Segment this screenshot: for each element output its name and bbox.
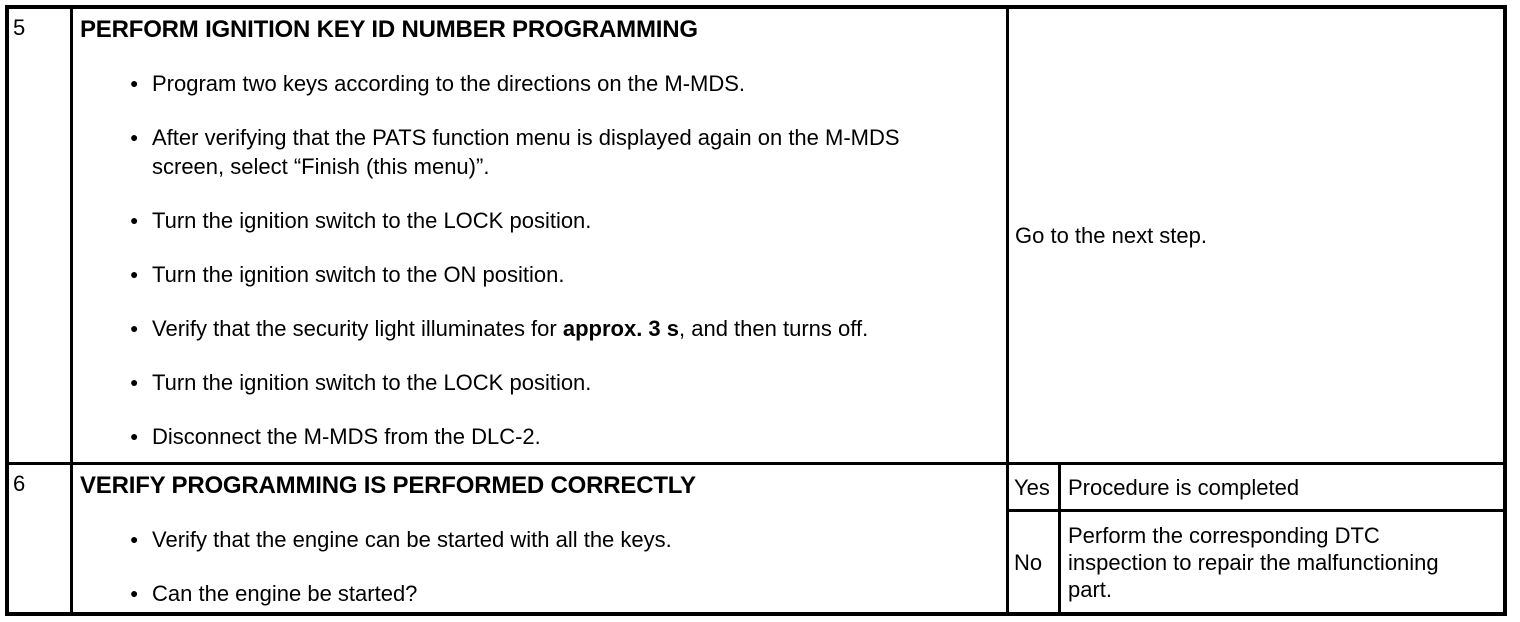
bullet-icon: ● [130, 75, 139, 91]
bullet-icon: ● [130, 374, 139, 390]
branch-action-cell: Perform the corresponding DTC inspection… [1061, 512, 1503, 612]
step-number-cell: 6 [9, 465, 73, 612]
branch-action-no: Perform the corresponding DTC inspection… [1068, 522, 1439, 602]
bullet-text: Disconnect the M-MDS from the DLC-2. [152, 424, 541, 449]
step-number-cell: 5 [9, 9, 73, 462]
branch-label-no: No [1014, 549, 1043, 575]
inspection-cell: VERIFY PROGRAMMING IS PERFORMED CORRECTL… [73, 465, 1009, 612]
bullet-text: Verify that the engine can be started wi… [152, 527, 672, 552]
list-item: ● After verifying that the PATS function … [80, 123, 942, 181]
bullet-icon: ● [130, 129, 139, 145]
step-title: PERFORM IGNITION KEY ID NUMBER PROGRAMMI… [80, 16, 698, 43]
bullet-text: Program two keys according to the direct… [152, 71, 746, 96]
step-title: VERIFY PROGRAMMING IS PERFORMED CORRECTL… [80, 472, 696, 499]
branch-label-cell: Yes [1009, 465, 1061, 509]
bullet-icon: ● [130, 585, 139, 601]
branch-action-yes: Procedure is completed [1068, 474, 1300, 500]
bullet-icon: ● [130, 428, 139, 444]
bullet-text: Turn the ignition switch to the LOCK pos… [152, 208, 592, 233]
list-item: ● Can the engine be started? [80, 579, 942, 608]
branch-label-yes: Yes [1014, 474, 1050, 500]
yes-no-branch-cell: Yes Procedure is completed No Perform th… [1009, 465, 1503, 612]
branch-action-cell: Procedure is completed [1061, 465, 1503, 509]
list-item: ● Turn the ignition switch to the LOCK po… [80, 206, 942, 235]
bullet-icon: ● [130, 320, 139, 336]
table-row-step-5: 5 PERFORM IGNITION KEY ID NUMBER PROGRAM… [9, 9, 1503, 465]
bullet-icon: ● [130, 531, 139, 547]
list-item: ● Program two keys according to the direc… [80, 69, 942, 98]
list-item: ● Turn the ignition switch to the ON posi… [80, 260, 942, 289]
instruction-list: ● Verify that the engine can be started w… [80, 525, 1006, 608]
diagnostic-procedure-table: 5 PERFORM IGNITION KEY ID NUMBER PROGRAM… [5, 5, 1507, 616]
bullet-text: Can the engine be started? [152, 581, 418, 606]
step-number: 6 [13, 471, 26, 496]
bullet-text: Turn the ignition switch to the ON posit… [152, 262, 565, 287]
inspection-cell: PERFORM IGNITION KEY ID NUMBER PROGRAMMI… [73, 9, 1009, 462]
instruction-list: ● Program two keys according to the direc… [80, 69, 1006, 451]
action-text: Go to the next step. [1015, 223, 1208, 248]
action-cell: Go to the next step. [1009, 9, 1503, 462]
bullet-text: After verifying that the PATS function m… [152, 125, 900, 179]
bullet-icon: ● [130, 266, 139, 282]
branch-row-yes: Yes Procedure is completed [1009, 465, 1503, 512]
step-number: 5 [13, 15, 26, 40]
branch-row-no: No Perform the corresponding DTC inspect… [1009, 512, 1503, 612]
branch-label-cell: No [1009, 512, 1061, 612]
list-item: ● Turn the ignition switch to the LOCK po… [80, 368, 942, 397]
bullet-icon: ● [130, 212, 139, 228]
bullet-text: Verify that the security light illuminat… [152, 316, 869, 341]
list-item: ● Verify that the engine can be started w… [80, 525, 942, 554]
table-row-step-6: 6 VERIFY PROGRAMMING IS PERFORMED CORREC… [9, 465, 1503, 612]
bullet-text: Turn the ignition switch to the LOCK pos… [152, 370, 592, 395]
list-item: ● Verify that the security light illumina… [80, 314, 942, 343]
list-item: ● Disconnect the M-MDS from the DLC-2. [80, 422, 942, 451]
